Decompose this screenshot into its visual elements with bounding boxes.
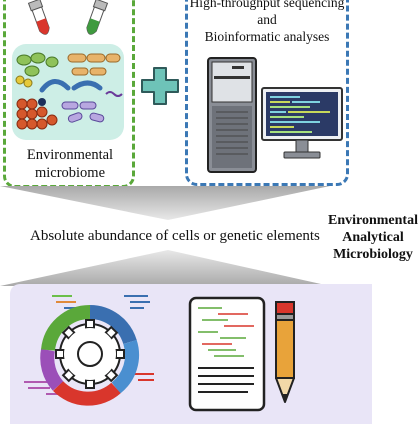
sequencing-panel: [185, 0, 349, 186]
title-line: Microbiology: [333, 247, 413, 262]
test-tube-red-icon: [27, 0, 50, 35]
funnel-shape: [0, 186, 330, 286]
abundance-text: Absolute abundance of cells or genetic e…: [30, 228, 320, 244]
monitor-icon: [261, 87, 343, 159]
plus-icon: [141, 67, 179, 105]
label-line: microbiome: [34, 165, 106, 181]
title-line: Analytical: [342, 230, 404, 245]
label-line: and: [257, 12, 277, 27]
title-line: Environmental: [328, 213, 418, 228]
label-line: High-throughput sequencing: [189, 0, 345, 10]
sequencing-label: High-throughput sequencing and Bioinform…: [188, 0, 346, 45]
gear-ring-chart-icon: [24, 295, 154, 406]
environmental-microbiome-label: Environmental microbiome: [8, 146, 132, 182]
microbe-community-icon: [12, 44, 124, 140]
report-document-icon: [188, 296, 266, 412]
test-tube-green-icon: [86, 0, 109, 35]
server-tower-icon: [207, 57, 257, 173]
label-line: Bioinformatic analyses: [204, 29, 330, 44]
pencil-icon: [275, 301, 295, 403]
label-line: Environmental: [26, 147, 114, 163]
eam-title: Environmental Analytical Microbiology: [326, 212, 420, 263]
